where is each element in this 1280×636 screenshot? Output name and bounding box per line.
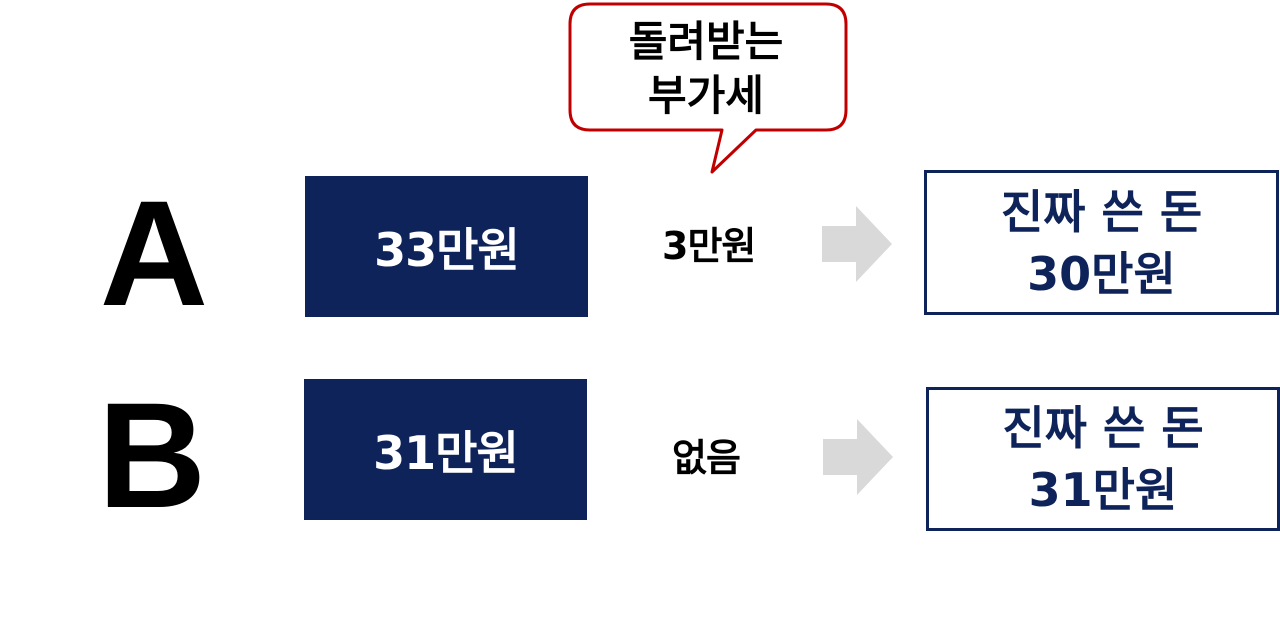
row-b-result-line2: 31만원 bbox=[1028, 463, 1178, 517]
row-b-letter: B bbox=[97, 371, 207, 539]
row-b-result-line1: 진짜 쓴 돈 bbox=[1002, 401, 1204, 455]
row-b-vat: 없음 bbox=[672, 436, 741, 480]
row-a-result-box: 진짜 쓴 돈 30만원 bbox=[924, 170, 1279, 315]
callout-bubble bbox=[568, 2, 848, 174]
callout-text: 돌려받는 부가세 bbox=[570, 10, 842, 128]
row-b-arrow-icon bbox=[823, 419, 893, 495]
callout-line2: 부가세 bbox=[648, 71, 764, 120]
row-b-price-box: 31만원 bbox=[304, 379, 587, 520]
row-b-price: 31만원 bbox=[373, 425, 519, 480]
row-a-letter: A bbox=[99, 169, 209, 337]
row-a-price: 33만원 bbox=[374, 222, 520, 277]
row-a-price-box: 33만원 bbox=[305, 176, 588, 317]
row-a-arrow-icon bbox=[822, 206, 892, 282]
row-a-vat: 3만원 bbox=[662, 224, 756, 268]
row-a-result-line1: 진짜 쓴 돈 bbox=[1000, 184, 1203, 239]
row-a-result-line2: 30만원 bbox=[1027, 246, 1176, 301]
callout-line1: 돌려받는 bbox=[628, 17, 784, 66]
row-b-result-box: 진짜 쓴 돈 31만원 bbox=[926, 387, 1280, 531]
